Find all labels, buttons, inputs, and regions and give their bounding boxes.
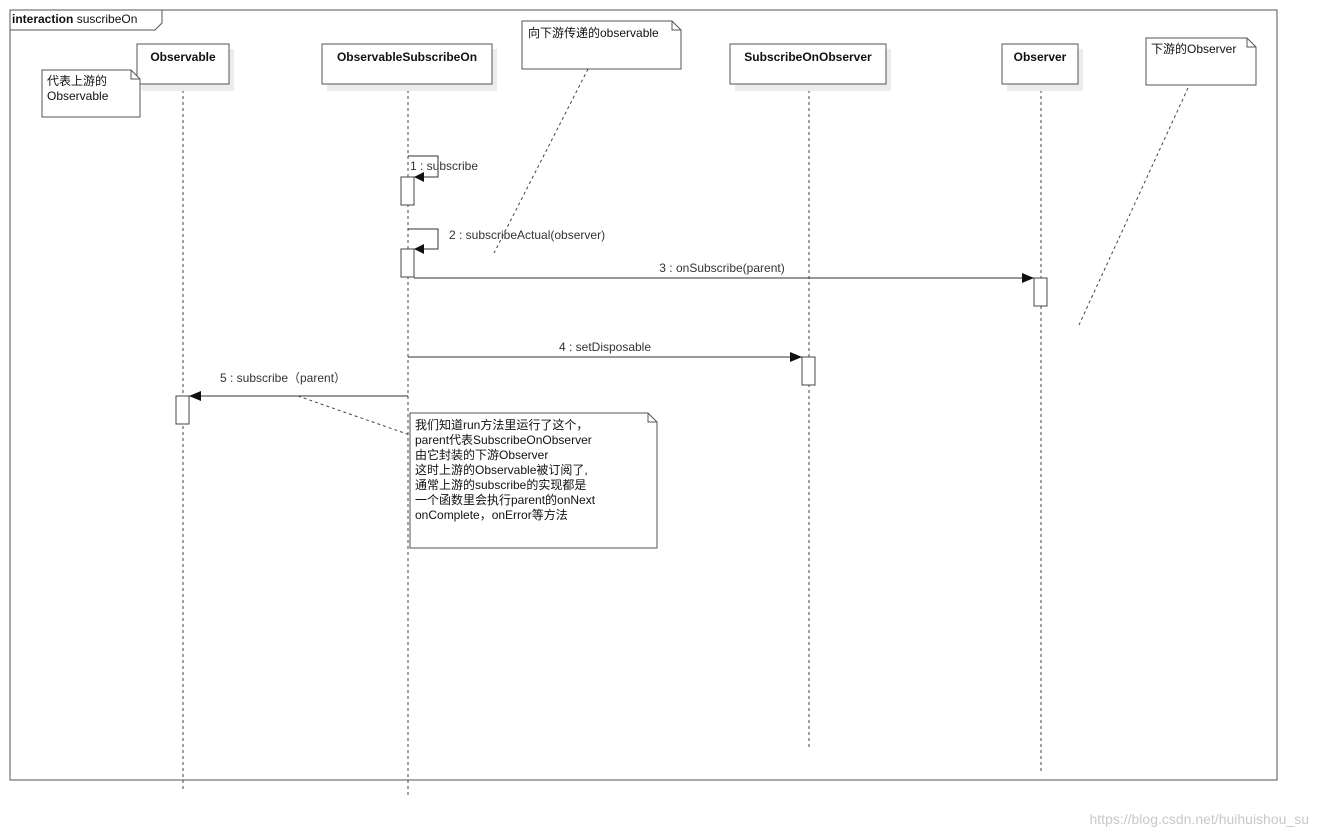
message-label-4: 4 : setDisposable xyxy=(559,340,651,354)
note-passed-down xyxy=(521,20,682,70)
lifeline-head-observer xyxy=(1001,43,1079,85)
message-label-1: 1 : subscribe xyxy=(410,159,478,173)
note-upstream-line: 代表上游的 xyxy=(47,74,108,88)
note-connector-explanation xyxy=(297,395,411,436)
note-passed-down-text: 向下游传递的observable xyxy=(528,26,659,41)
note-upstream-line: Observable xyxy=(47,89,109,103)
arrowhead-2 xyxy=(414,244,424,254)
lifeline-head-observable-subscribe-on xyxy=(321,43,493,85)
note-explanation-line: 这时上游的Observable被订阅了, xyxy=(415,463,588,477)
lifeline-label-observable: Observable xyxy=(150,50,216,64)
note-passed-down-line: 向下游传递的observable xyxy=(528,26,659,40)
lifeline-head-observable xyxy=(136,43,230,85)
frame-name: suscribeOn xyxy=(76,12,138,26)
note-downstream-text: 下游的Observer xyxy=(1151,42,1236,57)
message-arrow-1 xyxy=(408,155,439,178)
note-upstream-text: 代表上游的 Observable xyxy=(47,74,108,104)
note-explanation-line: 由它封装的下游Observer xyxy=(415,448,549,462)
note-explanation-line: 一个函数里会执行parent的onNext xyxy=(415,493,596,507)
arrowhead-4 xyxy=(790,352,802,362)
message-label-3: 3 : onSubscribe(parent) xyxy=(659,261,784,275)
frame-tab xyxy=(10,10,163,31)
lifeline-label-subscribe-on-observer: SubscribeOnObserver xyxy=(744,50,872,64)
note-downstream-line: 下游的Observer xyxy=(1151,42,1237,56)
message-arrow-2 xyxy=(408,228,439,250)
note-upstream xyxy=(41,69,141,118)
frame-title: interaction suscribeOn xyxy=(12,12,137,26)
activation-set-disposable xyxy=(801,356,816,386)
lifeline-label-observable-subscribe-on: ObservableSubscribeOn xyxy=(337,50,477,64)
note-explanation-line: 通常上游的subscribe的实现都是 xyxy=(415,478,587,492)
message-label-5: 5 : subscribe（parent） xyxy=(220,371,346,385)
note-connector-passed-down xyxy=(493,68,589,254)
note-downstream xyxy=(1145,37,1257,86)
lifeline-label-observer: Observer xyxy=(1014,50,1067,64)
note-connector-downstream xyxy=(1078,87,1189,326)
note-explanation-line: parent代表SubscribeOnObserver xyxy=(415,433,592,447)
activation-upstream-subscribe xyxy=(175,395,190,425)
lifeline-head-subscribe-on-observer xyxy=(729,43,887,85)
activation-on-subscribe xyxy=(1033,277,1048,307)
note-explanation-line: onComplete，onError等方法 xyxy=(415,508,568,522)
note-explanation-line: 我们知道run方法里运行了这个， xyxy=(415,418,589,432)
message-label-2: 2 : subscribeActual(observer) xyxy=(449,228,605,242)
note-explanation xyxy=(409,412,658,549)
frame-keyword: interaction xyxy=(12,12,74,26)
watermark: https://blog.csdn.net/huihuishou_su xyxy=(1089,811,1310,827)
note-explanation-text: 我们知道run方法里运行了这个， parent代表SubscribeOnObse… xyxy=(415,418,595,523)
activation-subscribe xyxy=(400,176,415,206)
interaction-frame xyxy=(9,9,1278,781)
activation-subscribe-actual xyxy=(400,248,415,278)
arrowhead-1 xyxy=(414,172,424,182)
arrowhead-5 xyxy=(189,391,201,401)
arrowhead-3 xyxy=(1022,273,1034,283)
